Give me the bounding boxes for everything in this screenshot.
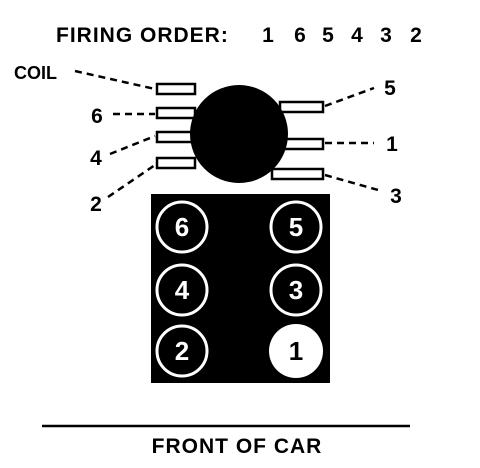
firing-order-number: 2 [410,24,422,47]
cylinder-number: 4 [175,275,190,305]
cylinder: 3 [269,263,323,317]
terminal-label: 2 [90,193,102,216]
firing-order-number: 5 [322,24,334,47]
terminal-label: 5 [384,77,396,100]
terminal-left [155,156,197,170]
firing-order-title: FIRING ORDER: [56,24,229,47]
coil-terminal [155,82,197,96]
terminal-left [155,130,197,144]
leader-lines [74,69,379,199]
cylinder-number-one: 1 [269,324,323,378]
firing-order-sequence: 1 6 5 4 3 2 [262,24,422,47]
terminal-right [270,167,325,181]
cylinder-number: 3 [289,275,303,305]
cylinder: 6 [155,200,209,254]
terminal-label: 3 [390,185,402,208]
terminal-label: 4 [90,147,102,170]
terminal-left [155,106,197,120]
firing-order-number: 3 [380,24,392,47]
distributor-rotor-body [190,85,288,183]
cylinder: 2 [155,324,209,378]
firing-order-number: 1 [262,24,274,47]
cylinder-number: 1 [289,336,303,366]
front-of-car-label: FRONT OF CAR [152,435,323,458]
leader-line [109,134,156,156]
cylinder-bank-right: 5 3 1 [269,200,323,378]
cylinder: 4 [155,263,209,317]
terminal-right [278,100,325,114]
coil-label: COIL [14,63,57,83]
terminal-label: 1 [386,133,398,156]
leader-line [324,173,379,192]
cylinder-number: 5 [289,212,303,242]
leader-line [107,163,156,199]
firing-order-number: 4 [351,24,363,47]
cylinder-number: 2 [175,336,189,366]
coil-leader-line [74,69,156,91]
cylinder: 5 [269,200,323,254]
distributor-cap [155,82,325,183]
cylinder-number: 6 [175,212,189,242]
cylinder-bank-left: 6 4 2 [155,200,209,378]
terminal-label: 6 [91,105,103,128]
firing-order-number: 6 [294,24,306,47]
leader-line [324,86,375,108]
